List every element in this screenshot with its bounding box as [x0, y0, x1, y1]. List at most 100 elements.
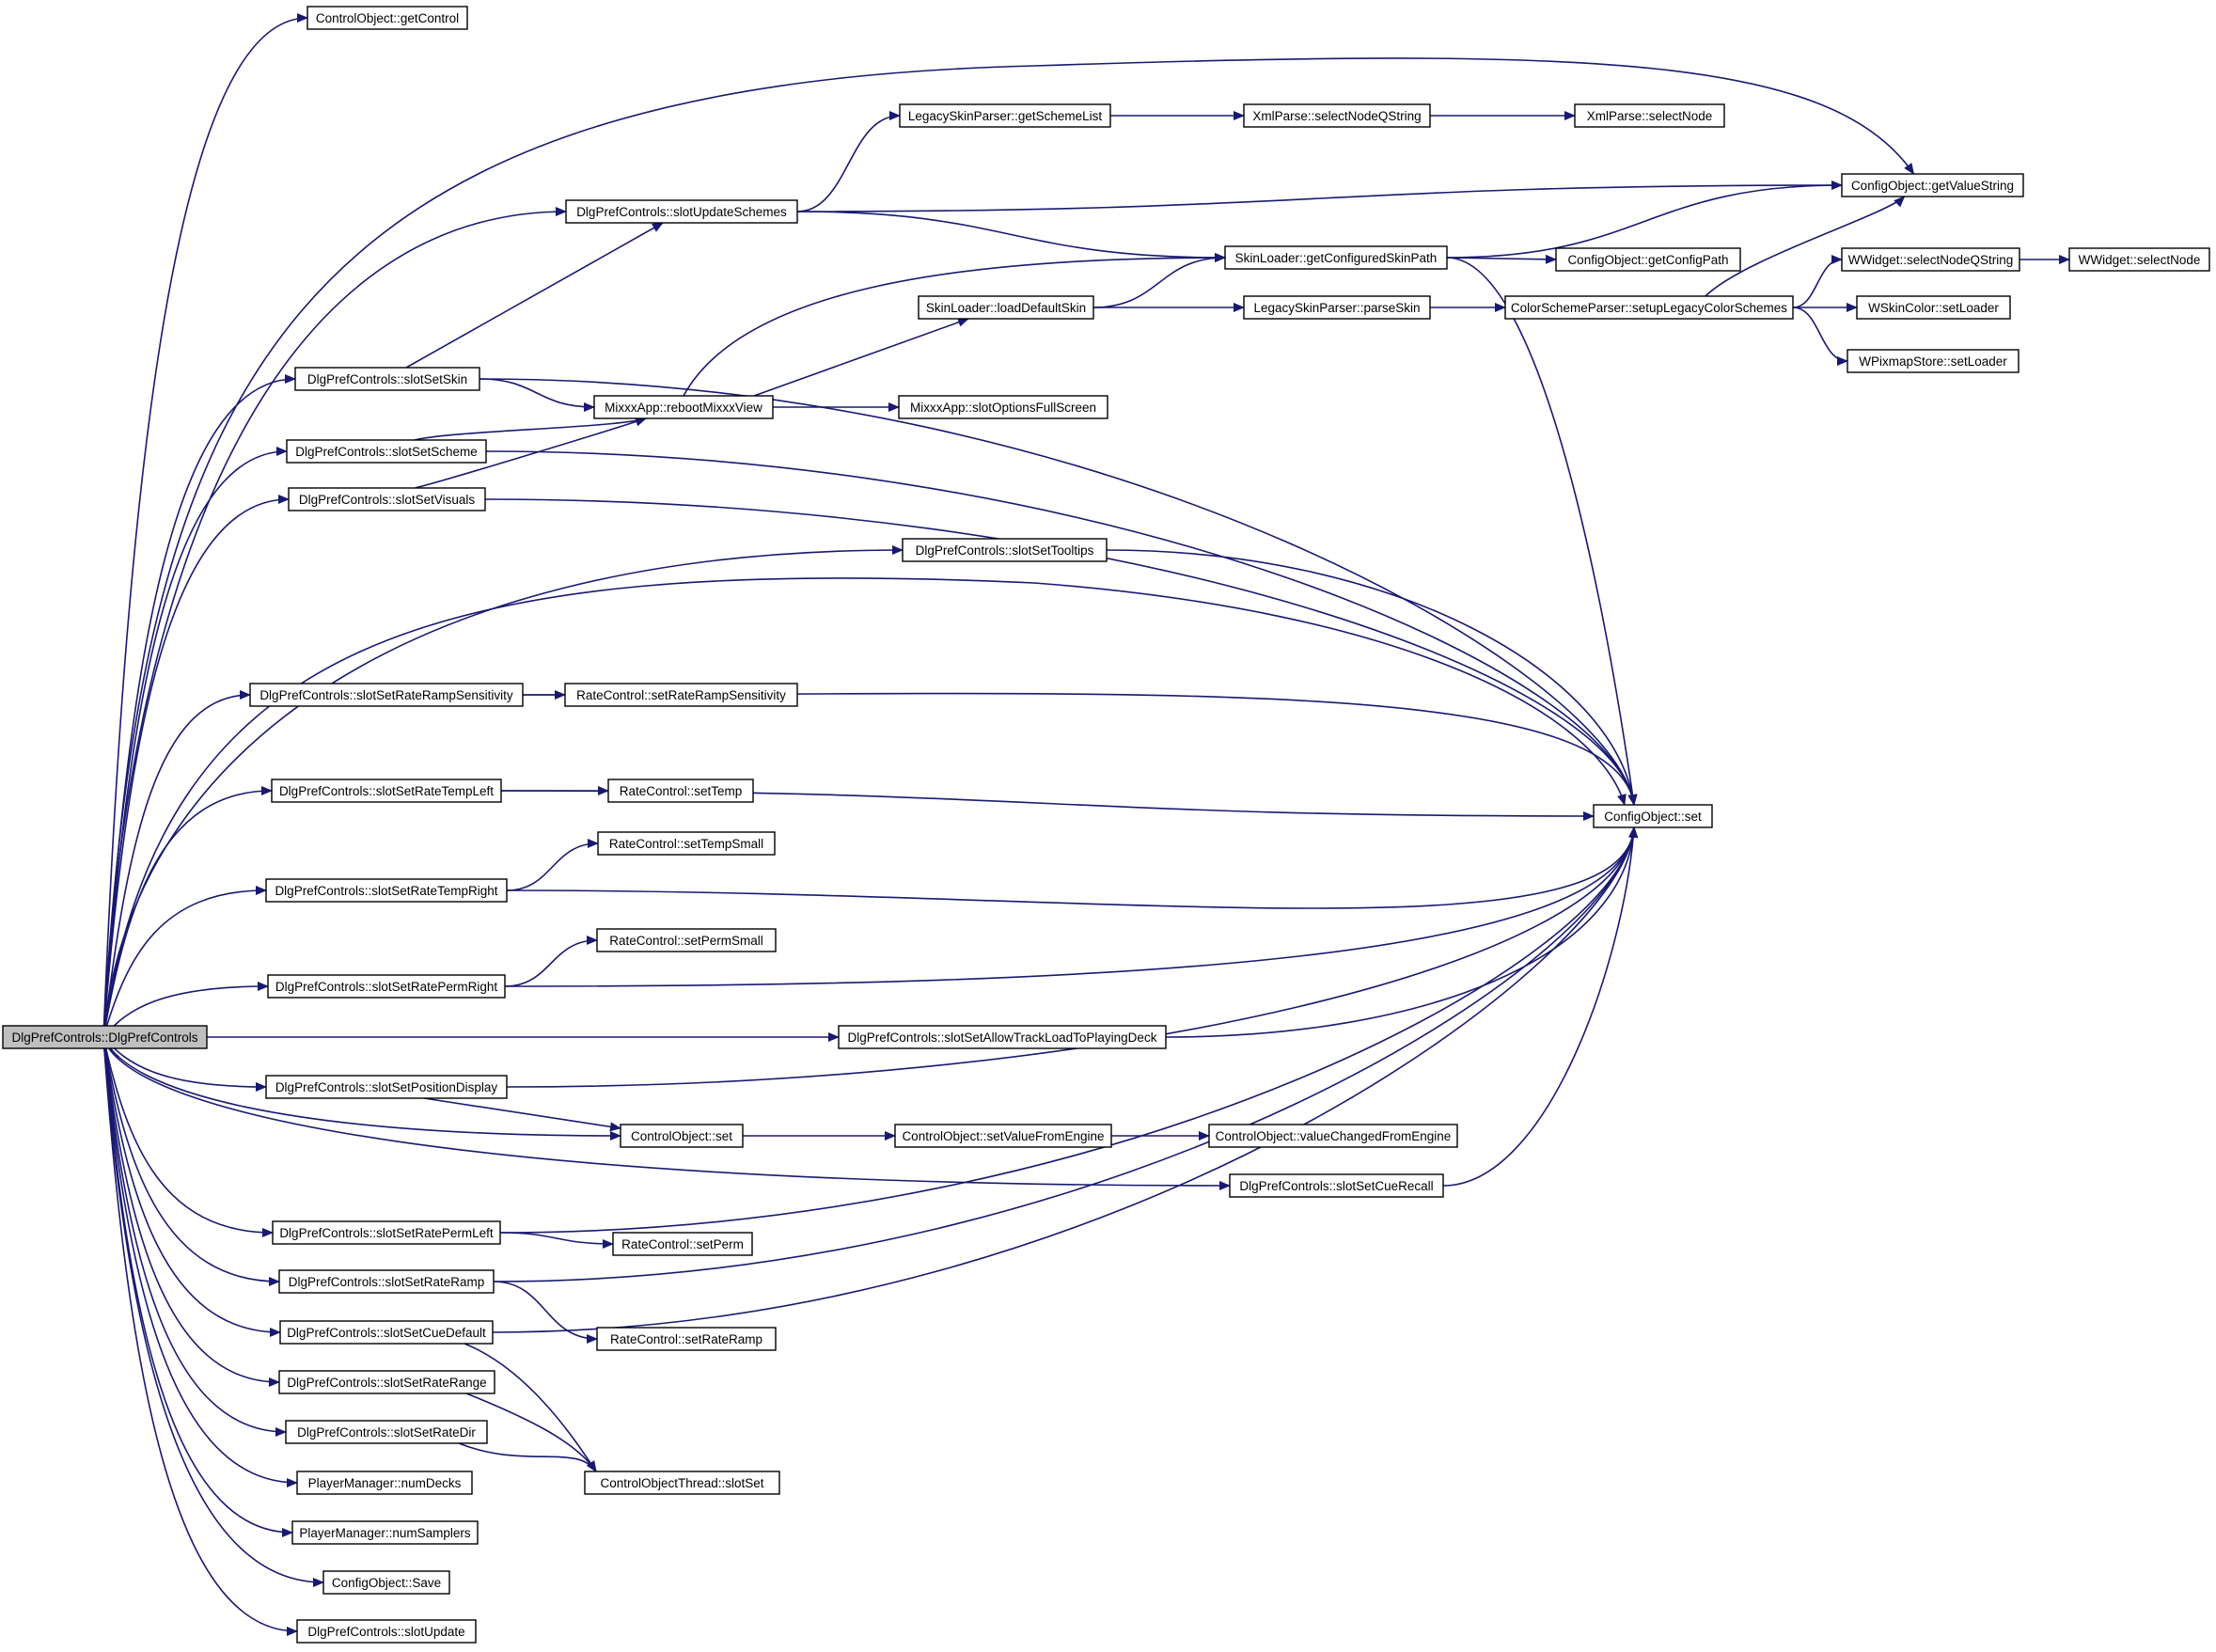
node-box [1243, 295, 1431, 320]
edge-slotSetPositionDisplay-to-controlSet [423, 1097, 621, 1132]
node-box [272, 1220, 501, 1245]
node-box [894, 1124, 1112, 1148]
node-label: DlgPrefControls::slotSetPositionDisplay [275, 1080, 498, 1094]
node-xmlSelectNode[interactable]: XmlParse::selectNode [1574, 103, 1725, 128]
node-cotSlotSet[interactable]: ControlObjectThread::slotSet [584, 1471, 780, 1495]
node-label: WSkinColor::setLoader [1868, 301, 1999, 315]
node-box [267, 974, 506, 999]
edge-root-to-slotSetCueRecall [102, 1036, 1231, 1190]
edge-root-to-slotSetCueDefault [102, 1036, 281, 1337]
node-slotSetPositionDisplay[interactable]: DlgPrefControls::slotSetPositionDisplay [265, 1075, 508, 1099]
node-box [306, 6, 468, 30]
node-box [1574, 103, 1725, 128]
node-setTempSmall[interactable]: RateControl::setTempSmall [597, 831, 776, 856]
node-slotSetRateRampSensitivity[interactable]: DlgPrefControls::slotSetRateRampSensitiv… [249, 683, 524, 707]
node-getConfigPath[interactable]: ConfigObject::getConfigPath [1555, 247, 1741, 272]
node-slotSetScheme[interactable]: DlgPrefControls::slotSetScheme [286, 439, 487, 464]
node-wSkinSetLoader[interactable]: WSkinColor::setLoader [1856, 295, 2011, 320]
node-label: DlgPrefControls::slotSetRateTempRight [275, 884, 497, 898]
node-label: LegacySkinParser::getSchemeList [908, 109, 1103, 123]
node-box [584, 1471, 780, 1495]
node-setupLegacy[interactable]: ColorSchemeParser::setupLegacyColorSchem… [1504, 295, 1794, 320]
node-slotUpdate[interactable]: DlgPrefControls::slotUpdate [296, 1619, 477, 1644]
node-slotSetRateTempRight[interactable]: DlgPrefControls::slotSetRateTempRight [265, 878, 508, 903]
node-slotOptionsFullScreen[interactable]: MixxxApp::slotOptionsFullScreen [898, 395, 1108, 419]
node-box [898, 395, 1108, 419]
node-getControl[interactable]: ControlObject::getControl [306, 6, 468, 30]
edge-root-to-slotSetRateTempRight [102, 886, 267, 1038]
node-label: DlgPrefControls::slotUpdate [307, 1625, 464, 1639]
node-configSave[interactable]: ConfigObject::Save [322, 1570, 450, 1595]
node-box [918, 295, 1094, 320]
node-setValueFromEngine[interactable]: ControlObject::setValueFromEngine [894, 1124, 1112, 1148]
node-label: DlgPrefControls::slotSetRateTempLeft [279, 784, 494, 798]
node-label: DlgPrefControls::slotSetRatePermRight [275, 980, 498, 994]
edge-slotUpdateSchemes-to-getValueString [796, 181, 1843, 212]
node-label: ConfigObject::set [1604, 810, 1702, 824]
node-slotSetRateRamp[interactable]: DlgPrefControls::slotSetRateRamp [278, 1269, 495, 1294]
node-label: DlgPrefControls::slotSetRatePermLeft [279, 1226, 494, 1240]
node-rebootMixxxView[interactable]: MixxxApp::rebootMixxxView [593, 395, 774, 419]
node-box [2, 1025, 208, 1049]
node-configSet[interactable]: ConfigObject::set [1593, 804, 1713, 828]
edge-slotUpdateSchemes-to-getConfiguredSkinPath [796, 211, 1226, 262]
node-slotSetRatePermRight[interactable]: DlgPrefControls::slotSetRatePermRight [267, 974, 506, 999]
node-numDecks[interactable]: PlayerManager::numDecks [296, 1471, 473, 1495]
node-slotSetAllowTrackLoad[interactable]: DlgPrefControls::slotSetAllowTrackLoadTo… [838, 1025, 1167, 1049]
node-slotSetRateRange[interactable]: DlgPrefControls::slotSetRateRange [278, 1370, 495, 1394]
node-numSamplers[interactable]: PlayerManager::numSamplers [291, 1520, 479, 1545]
node-slotSetRateTempLeft[interactable]: DlgPrefControls::slotSetRateTempLeft [271, 779, 502, 803]
node-label: RateControl::setPerm [621, 1237, 744, 1251]
node-parseSkin[interactable]: LegacySkinParser::parseSkin [1243, 295, 1431, 320]
node-label: MixxxApp::slotOptionsFullScreen [910, 401, 1096, 415]
node-valueChangedFromEngine[interactable]: ControlObject::valueChangedFromEngine [1208, 1124, 1458, 1148]
node-controlSet[interactable]: ControlObject::set [620, 1124, 744, 1148]
node-slotSetCueDefault[interactable]: DlgPrefControls::slotSetCueDefault [279, 1320, 494, 1345]
edge-setupLegacy-to-getValueString [1705, 196, 1906, 297]
node-box [620, 1124, 744, 1148]
node-box [902, 538, 1108, 562]
edge-root-to-slotSetRateRampSensitivity [102, 690, 251, 1038]
node-getSchemeList[interactable]: LegacySkinParser::getSchemeList [899, 103, 1111, 128]
node-slotSetTooltips[interactable]: DlgPrefControls::slotSetTooltips [902, 538, 1108, 562]
node-label: ConfigObject::getValueString [1851, 179, 2014, 193]
node-loadDefaultSkin[interactable]: SkinLoader::loadDefaultSkin [918, 295, 1094, 320]
node-slotSetRatePermLeft[interactable]: DlgPrefControls::slotSetRatePermLeft [272, 1220, 501, 1245]
edge-slotSetPositionDisplay-to-configSet [506, 826, 1639, 1088]
node-box [265, 1075, 508, 1099]
edge-slotSetScheme-to-configSet [485, 450, 1638, 806]
node-box [288, 487, 486, 511]
node-wSelectNode[interactable]: WWidget::selectNode [2068, 247, 2210, 272]
node-getConfiguredSkinPath[interactable]: SkinLoader::getConfiguredSkinPath [1224, 245, 1448, 270]
edge-root-to-slotSetVisuals [102, 495, 290, 1038]
node-slotSetRateDir[interactable]: DlgPrefControls::slotSetRateDir [285, 1420, 488, 1444]
node-root[interactable]: DlgPrefControls::DlgPrefControls [2, 1025, 208, 1049]
node-setPerm[interactable]: RateControl::setPerm [612, 1232, 753, 1256]
node-slotSetCueRecall[interactable]: DlgPrefControls::slotSetCueRecall [1229, 1173, 1444, 1198]
node-label: DlgPrefControls::slotSetVisuals [299, 493, 476, 507]
node-label: ControlObject::setValueFromEngine [902, 1129, 1104, 1143]
node-slotSetSkin[interactable]: DlgPrefControls::slotSetSkin [294, 367, 480, 391]
node-box [1243, 103, 1431, 128]
node-getValueString[interactable]: ConfigObject::getValueString [1841, 173, 2024, 197]
node-slotUpdateSchemes[interactable]: DlgPrefControls::slotUpdateSchemes [565, 199, 798, 224]
node-box [1841, 173, 2024, 197]
node-setRateRamp[interactable]: RateControl::setRateRamp [596, 1327, 777, 1351]
edge-slotSetScheme-to-rebootMixxxView [414, 417, 647, 441]
node-setPermSmall[interactable]: RateControl::setPermSmall [596, 928, 777, 952]
edge-root-to-numDecks [102, 1036, 298, 1487]
node-label: ColorSchemeParser::setupLegacyColorSchem… [1511, 301, 1787, 315]
edge-slotSetRatePermRight-to-setPermSmall [504, 936, 598, 987]
node-label: WWidget::selectNode [2079, 253, 2201, 267]
node-setRateRampSensitivity[interactable]: RateControl::setRateRampSensitivity [564, 683, 798, 707]
node-wPixSetLoader[interactable]: WPixmapStore::setLoader [1847, 349, 2020, 373]
node-wSelectNodeQString[interactable]: WWidget::selectNodeQString [1841, 247, 2020, 272]
edge-root-to-slotUpdate [102, 1036, 298, 1636]
node-selectNodeQString[interactable]: XmlParse::selectNodeQString [1243, 103, 1431, 128]
edge-slotSetSkin-to-rebootMixxxView [479, 378, 595, 412]
node-slotSetVisuals[interactable]: DlgPrefControls::slotSetVisuals [288, 487, 486, 511]
node-box [286, 439, 487, 464]
node-box [291, 1520, 479, 1545]
edge-slotSetSkin-to-configSet [479, 378, 1638, 806]
node-setTemp[interactable]: RateControl::setTemp [607, 779, 754, 803]
